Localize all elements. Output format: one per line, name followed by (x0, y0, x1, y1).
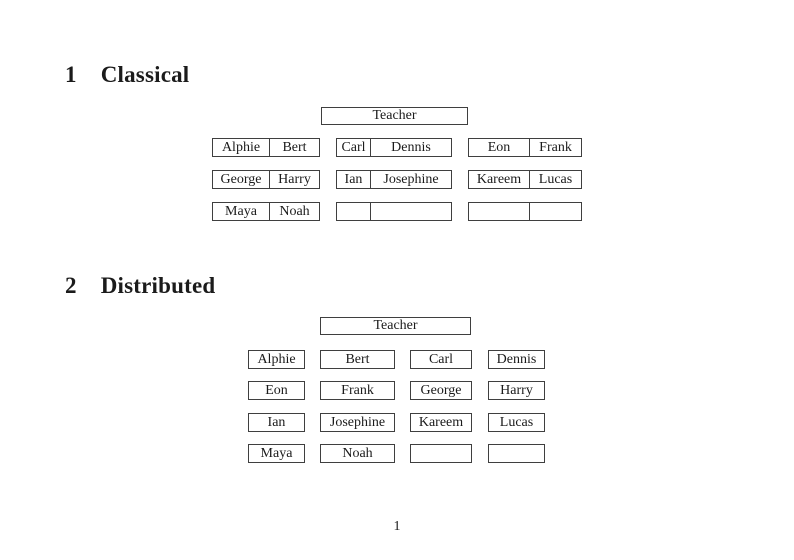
seat-box: Alphie (248, 350, 305, 369)
section-title: Distributed (100, 273, 216, 298)
seat-box: Eon (248, 381, 305, 400)
desk-seat-left (469, 203, 530, 220)
section-heading-classical: 1 Classical (65, 63, 189, 86)
teacher-box: Teacher (321, 107, 468, 125)
section-number: 2 (65, 273, 77, 298)
seat-box: Lucas (488, 413, 545, 432)
desk-seat-left (337, 203, 371, 220)
desk-box: Alphie Bert (212, 138, 320, 157)
seat-box-empty (488, 444, 545, 463)
desk-box: George Harry (212, 170, 320, 189)
desk-seat-right (371, 203, 451, 220)
section-number: 1 (65, 62, 77, 87)
seat-box: George (410, 381, 472, 400)
page-number: 1 (393, 519, 401, 534)
seat-box-empty (410, 444, 472, 463)
desk-seat-right: Bert (282, 139, 307, 155)
seat-box: Maya (248, 444, 305, 463)
desk-seat-left: Eon (469, 139, 530, 156)
desk-seat-right: Noah (279, 203, 310, 219)
desk-box-empty (336, 202, 452, 221)
teacher-label: Teacher (372, 108, 417, 123)
seat-box: Josephine (320, 413, 395, 432)
desk-box: Kareem Lucas (468, 170, 582, 189)
desk-seat-right: Harry (278, 171, 311, 187)
desk-box: Maya Noah (212, 202, 320, 221)
desk-seat-right: Frank (539, 139, 572, 155)
section-title: Classical (100, 62, 190, 87)
seat-box: Frank (320, 381, 395, 400)
desk-box-empty (468, 202, 582, 221)
seat-box: Bert (320, 350, 395, 369)
seat-box: Dennis (488, 350, 545, 369)
desk-seat-left: Alphie (213, 139, 270, 156)
seat-box: Kareem (410, 413, 472, 432)
desk-seat-left: George (213, 171, 270, 188)
seat-box: Ian (248, 413, 305, 432)
desk-seat-right (530, 203, 581, 220)
seat-box: Carl (410, 350, 472, 369)
teacher-label: Teacher (373, 318, 418, 333)
desk-box: Ian Josephine (336, 170, 452, 189)
desk-box: Eon Frank (468, 138, 582, 157)
seat-box: Noah (320, 444, 395, 463)
desk-seat-right: Dennis (391, 139, 431, 155)
desk-seat-left: Maya (213, 203, 270, 220)
desk-seat-right: Lucas (538, 171, 573, 187)
desk-seat-left: Carl (337, 139, 371, 156)
seat-box: Harry (488, 381, 545, 400)
desk-seat-left: Ian (337, 171, 371, 188)
desk-box: Carl Dennis (336, 138, 452, 157)
teacher-box: Teacher (320, 317, 471, 335)
desk-seat-right: Josephine (383, 171, 439, 187)
desk-seat-left: Kareem (469, 171, 530, 188)
section-heading-distributed: 2 Distributed (65, 274, 215, 297)
